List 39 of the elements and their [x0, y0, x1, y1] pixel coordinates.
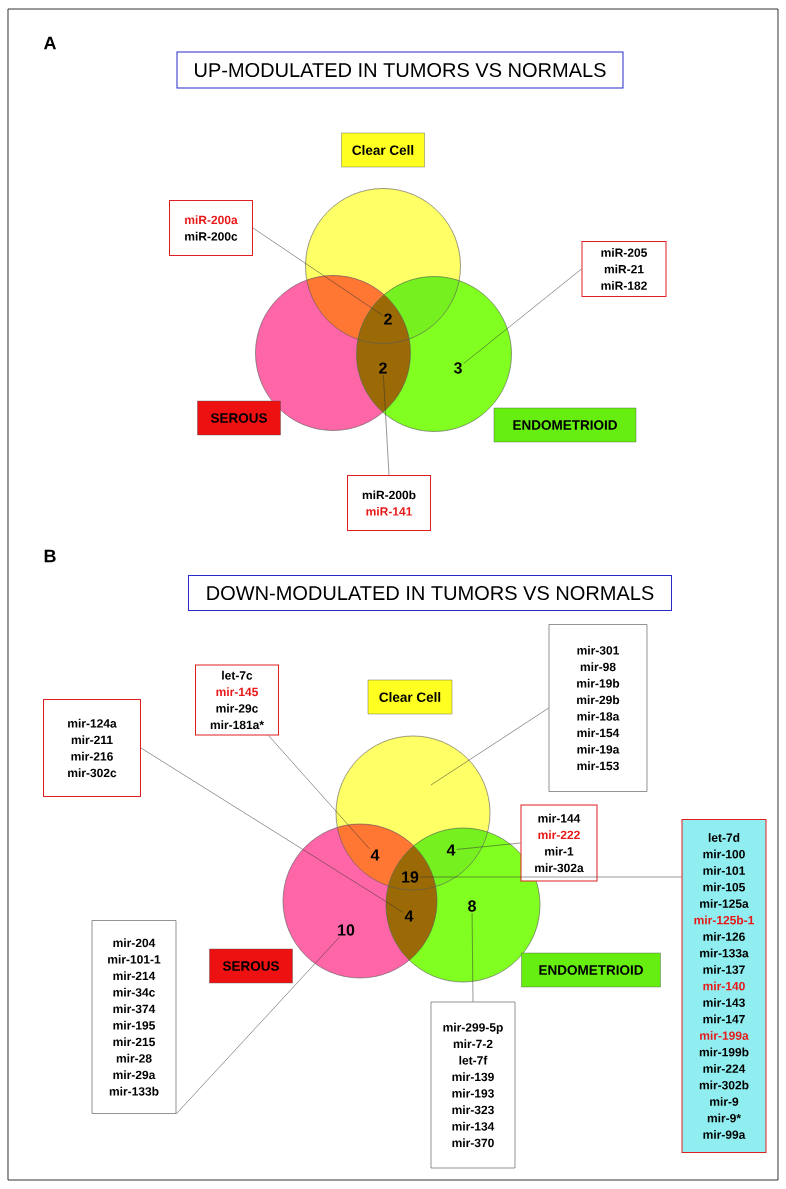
count-number: 10 [338, 924, 355, 936]
category-label: Clear Cell [341, 132, 425, 168]
count-number: 4 [404, 910, 414, 922]
mirna-list-box: miR-205 miR-21 miR-182 [581, 241, 667, 297]
mirna-list-box: mir-301 mir-98 mir-19b mir-29b mir-18a mir-154 mir-19a mir-153 [548, 624, 648, 792]
title-box: UP-MODULATED IN TUMORS VS NORMALS [176, 51, 624, 89]
leader-line [268, 735, 370, 849]
title-box: DOWN-MODULATED IN TUMORS VS NORMALS [188, 575, 672, 611]
mirna-list-box: let-7d mir-100 mir-101 mir-105 mir-125a mir-125b-1 mir-126 mir-133a mir-137 mir-140 mir-143 mir-147 mir-199a mir-199b mir-224 mir-302b mir-9 mir-9* mir-99a [681, 819, 767, 1153]
mirna-list-box: mir-204 mir-101-1 mir-214 mir-34c mir-374 mir-195 mir-215 mir-28 mir-29a mir-133b [91, 920, 177, 1114]
leader-line [456, 842, 521, 850]
category-label: SEROUS [209, 948, 293, 984]
leader-line [176, 936, 340, 1115]
count-number: 3 [453, 362, 462, 374]
count-number: 2 [384, 313, 392, 325]
leader-line [140, 747, 404, 913]
category-label: SEROUS [197, 400, 281, 436]
leader-line [383, 374, 390, 476]
mirna-list-box: mir-124a mir-211 mir-216 mir-302c [43, 699, 141, 797]
leader-line [430, 707, 549, 786]
mirna-list-box: miR-200a miR-200c [169, 200, 253, 256]
leader-line [471, 912, 474, 1002]
leader-line [463, 268, 582, 364]
count-number: 4 [446, 844, 456, 856]
mirna-list-box: miR-200b miR-141 [347, 475, 431, 531]
count-number: 2 [379, 362, 387, 374]
count-number: 8 [468, 900, 476, 912]
mirna-list-box: let-7c mir-145 mir-29c mir-181a* [195, 664, 279, 736]
category-label: Clear Cell [367, 679, 453, 715]
count-number: 19 [402, 871, 419, 883]
mirna-list-box: mir-299-5p mir-7-2 let-7f mir-139 mir-193 mir-323 mir-134 mir-370 [430, 1001, 516, 1169]
leader-line [419, 876, 682, 878]
category-label: ENDOMETRIOID [521, 952, 661, 988]
count-number: 4 [370, 849, 380, 861]
category-label: ENDOMETRIOID [493, 407, 637, 443]
leader-line [252, 227, 383, 316]
panel-letter: A [43, 36, 57, 50]
panel-letter: B [44, 549, 56, 563]
mirna-list-box: mir-144 mir-222 mir-1 mir-302a [520, 804, 598, 882]
